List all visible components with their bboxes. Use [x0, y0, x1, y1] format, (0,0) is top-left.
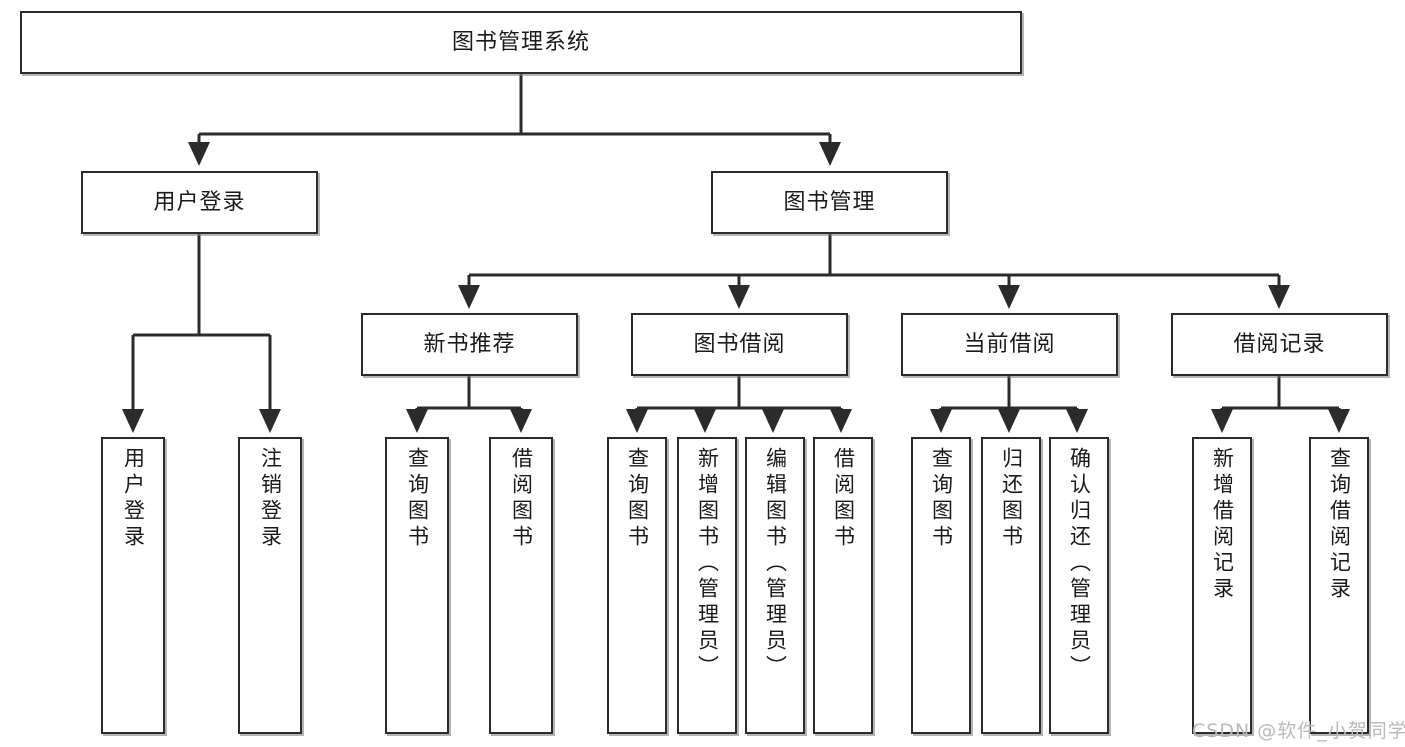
leaf-current-return-book[interactable]: 归还图书	[981, 437, 1041, 734]
leaf-current-confirm-return-admin[interactable]: 确认归还（管理员）	[1049, 437, 1109, 734]
leaf-record-query-borrow-record[interactable]: 查询借阅记录	[1309, 437, 1369, 734]
node-user-login[interactable]: 用户登录	[81, 171, 318, 234]
leaf-current-query-book[interactable]: 查询图书	[911, 437, 971, 734]
node-book-borrow[interactable]: 图书借阅	[631, 313, 848, 376]
leaf-borrow-add-book-admin[interactable]: 新增图书（管理员）	[677, 437, 737, 734]
leaf-label: 新增图书（管理员）	[695, 447, 720, 681]
leaf-label: 查询图书	[625, 447, 650, 551]
node-label: 用户登录	[153, 189, 246, 215]
node-label: 借阅记录	[1233, 331, 1326, 357]
node-current-borrow[interactable]: 当前借阅	[901, 313, 1118, 376]
node-label: 图书借阅	[693, 331, 786, 357]
leaf-label: 归还图书	[999, 447, 1024, 551]
leaf-newbook-query-book[interactable]: 查询图书	[385, 437, 449, 734]
leaf-user-logout[interactable]: 注销登录	[238, 437, 302, 734]
leaf-label: 确认归还（管理员）	[1067, 447, 1092, 681]
node-new-book-recommend[interactable]: 新书推荐	[361, 313, 578, 376]
leaf-borrow-query-book[interactable]: 查询图书	[607, 437, 667, 734]
leaf-newbook-borrow-book[interactable]: 借阅图书	[489, 437, 553, 734]
leaf-label: 查询借阅记录	[1327, 447, 1352, 603]
node-root-book-management-system[interactable]: 图书管理系统	[20, 11, 1022, 74]
leaf-label: 编辑图书（管理员）	[763, 447, 788, 681]
leaf-label: 用户登录	[121, 447, 146, 551]
node-book-management[interactable]: 图书管理	[711, 171, 948, 234]
node-borrow-record[interactable]: 借阅记录	[1171, 313, 1388, 376]
leaf-label: 借阅图书	[509, 447, 534, 551]
leaf-record-add-borrow-record[interactable]: 新增借阅记录	[1192, 437, 1252, 734]
node-label: 图书管理系统	[451, 29, 590, 55]
node-label: 当前借阅	[963, 331, 1056, 357]
leaf-borrow-borrow-book[interactable]: 借阅图书	[813, 437, 873, 734]
leaf-borrow-edit-book-admin[interactable]: 编辑图书（管理员）	[745, 437, 805, 734]
leaf-user-login[interactable]: 用户登录	[101, 437, 165, 734]
leaf-label: 查询图书	[405, 447, 430, 551]
leaf-label: 查询图书	[929, 447, 954, 551]
csdn-watermark: CSDN @软件_小贺同学	[1192, 720, 1405, 742]
node-label: 新书推荐	[423, 331, 516, 357]
leaf-label: 新增借阅记录	[1210, 447, 1235, 603]
node-label: 图书管理	[783, 189, 876, 215]
leaf-label: 注销登录	[258, 447, 283, 551]
leaf-label: 借阅图书	[831, 447, 856, 551]
